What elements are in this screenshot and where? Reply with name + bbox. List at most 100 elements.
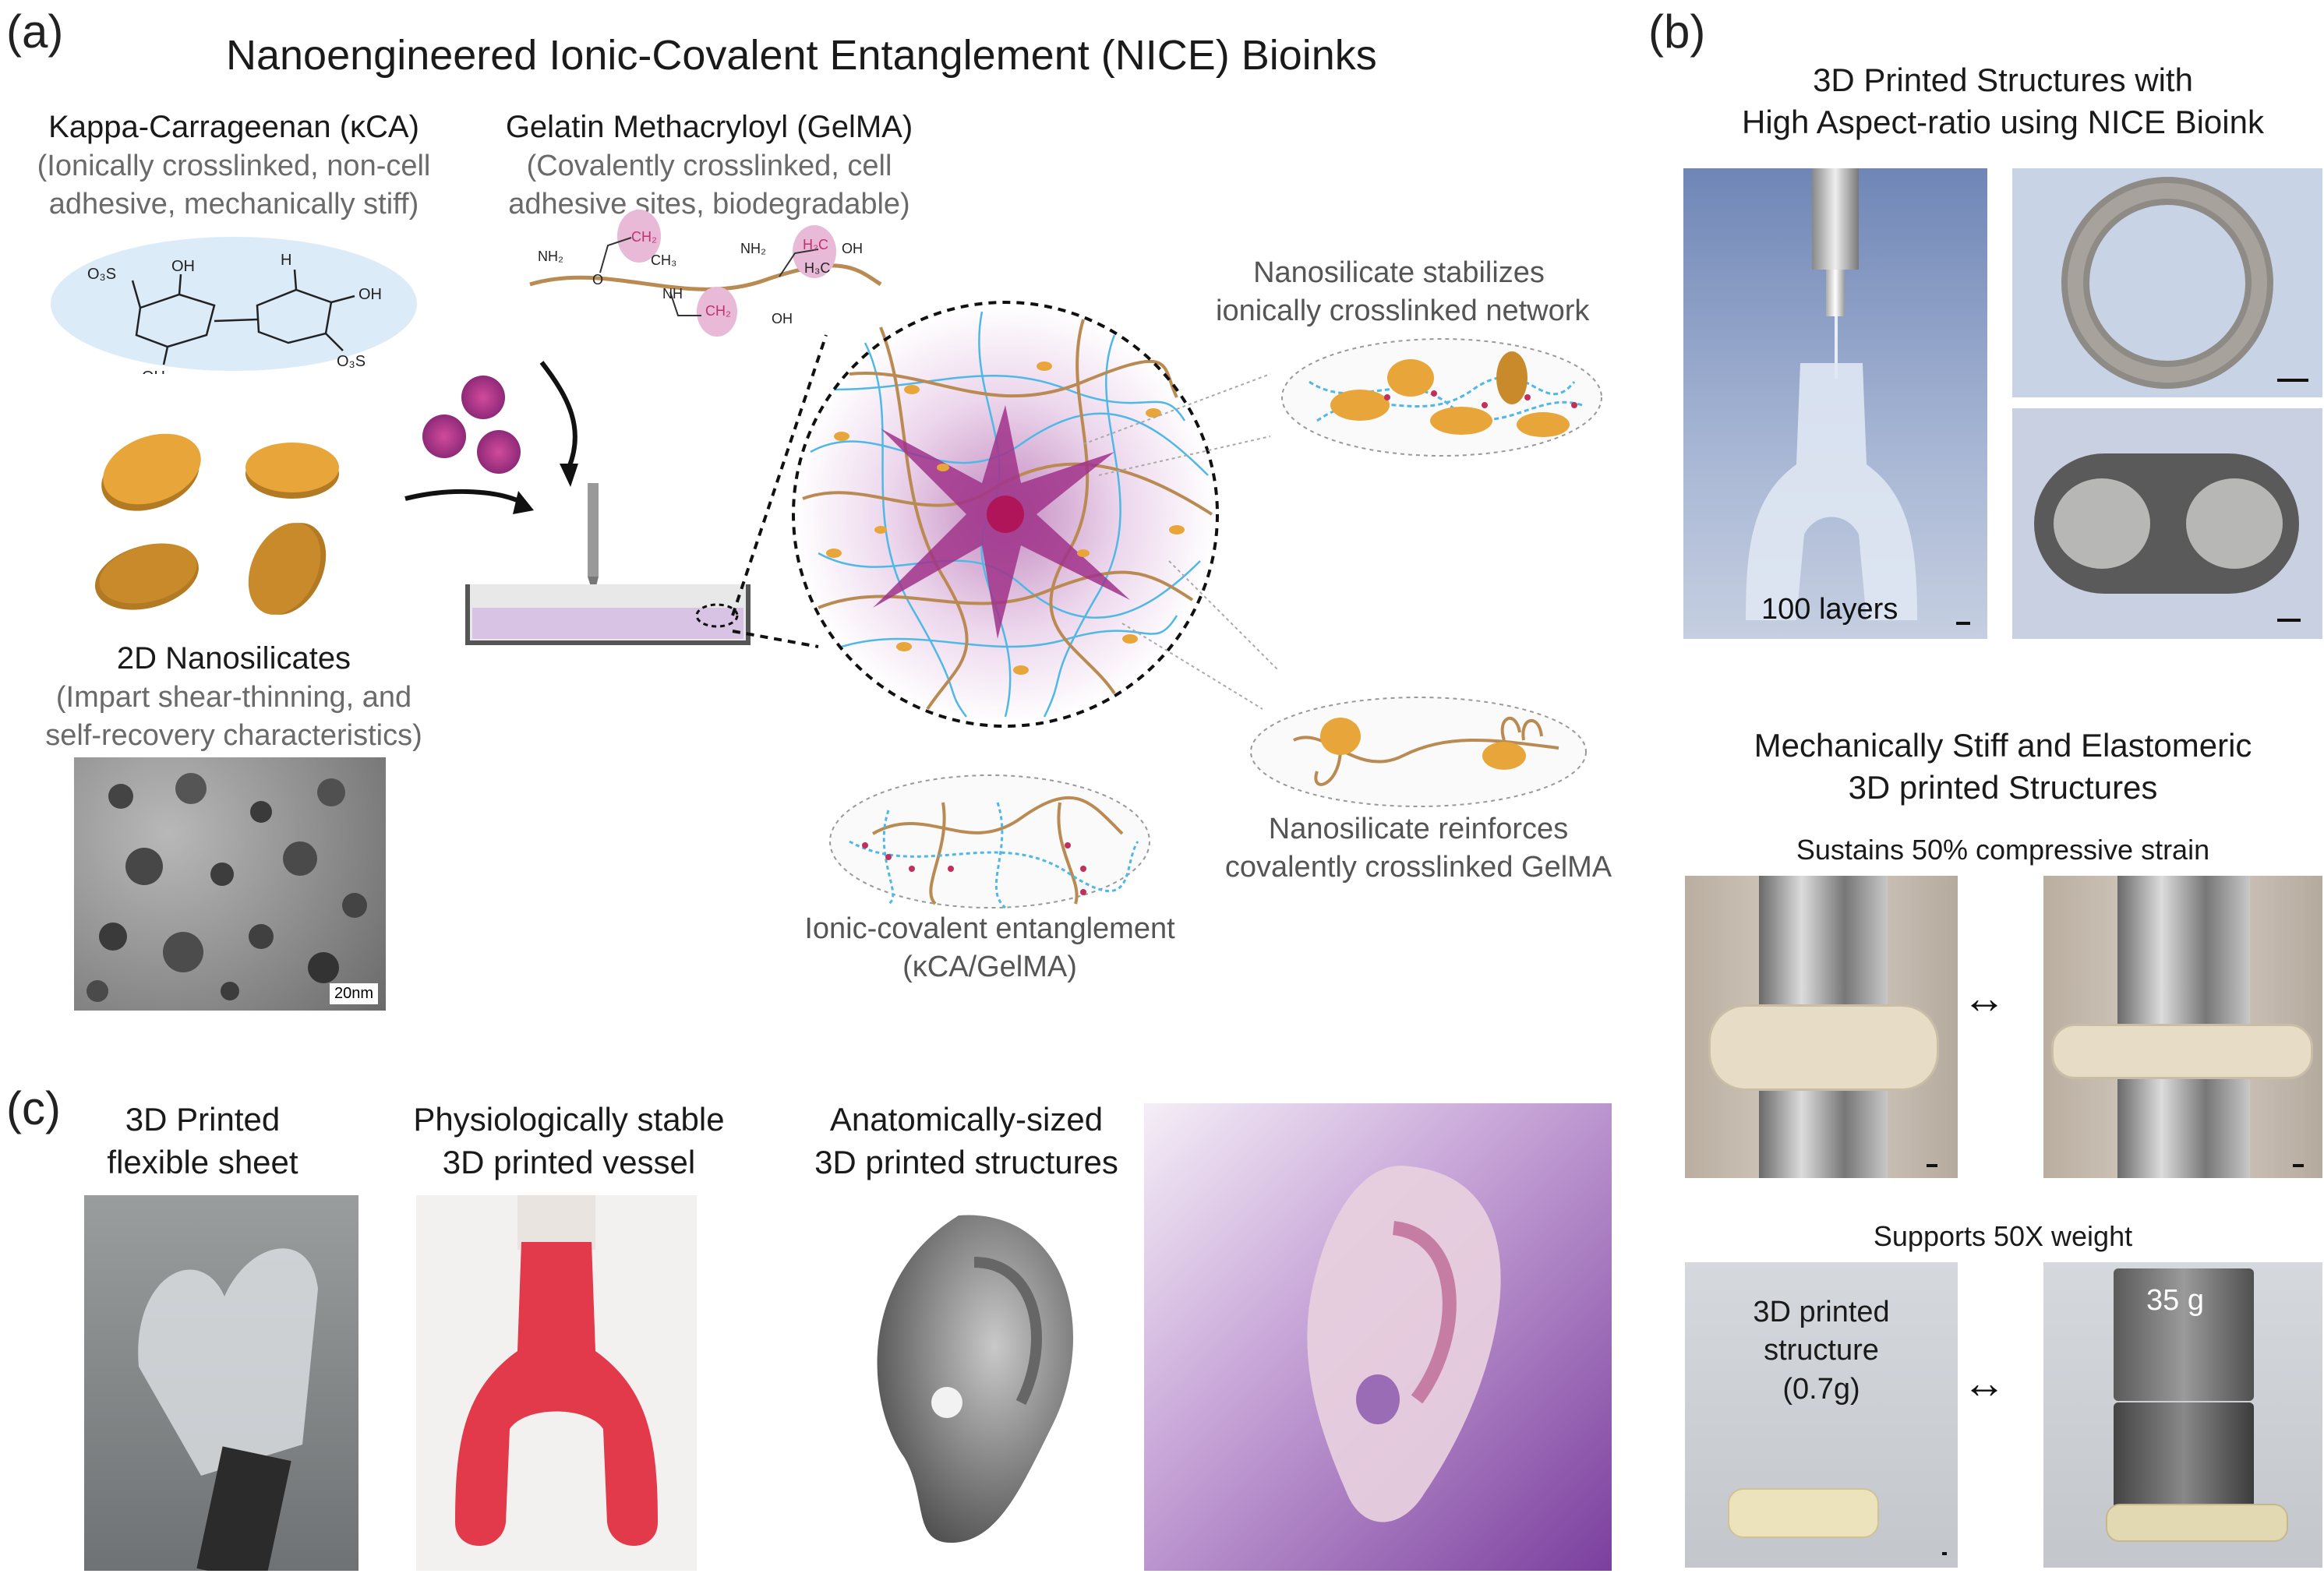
weight-top: [2114, 1268, 2254, 1401]
gelma-backbone: [529, 263, 882, 291]
anatomy-line2: 3D printed structures: [814, 1143, 1118, 1180]
nanosilicate-disc-1: [101, 433, 201, 511]
gelma-ch3-label: CH₃: [651, 252, 676, 268]
vessel-title: Physiologically stable 3D printed vessel: [374, 1099, 764, 1184]
stabilizes-callout-ellipse: [1281, 338, 1602, 457]
kca-so3-label-2: O₃S: [337, 353, 366, 370]
scale-bar: [1956, 622, 1970, 625]
nanosilicate-text-block: 2D Nanosilicates (Impart shear-thinning,…: [31, 639, 436, 754]
gelma-o-label: O: [592, 272, 603, 288]
weight-on-structure-photo: 35 g: [2043, 1262, 2322, 1568]
nanosilicate-disc-4: [248, 523, 327, 615]
print-nozzle: [588, 483, 599, 577]
layers-label: 100 layers: [1761, 593, 1898, 626]
kca-network-strands: [810, 311, 1209, 718]
nozzle-head: [1812, 168, 1859, 270]
weight-bottom: [2114, 1402, 2254, 1519]
structure-line3: (0.7g): [1782, 1372, 1860, 1406]
panel-b-label: (b): [1648, 5, 1706, 58]
mech-line2: 3D printed Structures: [1848, 768, 2158, 806]
kca-bubble: [51, 237, 417, 371]
entanglement-callout-text: Ionic-covalent entanglement (κCA/GelMA): [779, 910, 1200, 987]
zoom-region: [695, 603, 739, 628]
nanosilicate-name: 2D Nanosilicates: [116, 641, 351, 676]
vessel-line1: Physiologically stable: [413, 1101, 725, 1138]
ear-model: [877, 1215, 1073, 1543]
gelma-desc-line1: (Covalently crosslinked, cell: [526, 150, 892, 183]
arrow-gelma-to-dish: [539, 361, 577, 469]
nanosilicate-disc-2: [245, 443, 339, 499]
mech-line1: Mechanically Stiff and Elastomeric: [1754, 727, 2252, 764]
scale-bar: [1927, 1164, 1937, 1167]
flexible-sheet: [138, 1248, 318, 1571]
gelma-h2c-label: H₂C: [803, 237, 828, 252]
printed-vessel: [1746, 363, 1917, 620]
kca-name: Kappa-Carrageenan (κCA): [48, 110, 419, 144]
weight-arrow: ↔: [1962, 1358, 2006, 1407]
reinforces-line1: Nanosilicate reinforces: [1268, 813, 1569, 845]
ring-structure: [2061, 177, 2273, 389]
reinforces-callout-text: Nanosilicate reinforces covalently cross…: [1224, 810, 1613, 887]
double-ring-photo: [2012, 408, 2322, 639]
scale-bar: [2277, 379, 2308, 382]
scale-bar: [1942, 1552, 1947, 1555]
red-vessel-photo: [416, 1195, 697, 1571]
stabilizes-line2: ionically crosslinked network: [1216, 295, 1590, 328]
sample-uncompressed: [1708, 1004, 1939, 1091]
nozzle-tip: [1826, 270, 1845, 316]
entanglement-callout-ellipse: [829, 774, 1150, 909]
printing-schematic: [404, 361, 751, 645]
kca-oh-label-2: OH: [142, 369, 165, 374]
sheet-line2: flexible sheet: [107, 1143, 298, 1180]
zoom-lines: [731, 334, 828, 648]
compression-arrow: ↔: [1962, 973, 2006, 1022]
kca-text-block: Kappa-Carrageenan (κCA) (Ionically cross…: [16, 108, 452, 223]
red-vessel: [455, 1195, 658, 1546]
methacryl-highlight-3: [793, 225, 836, 278]
methacryl-highlight-1: [617, 210, 661, 263]
tem-image: 20nm: [74, 757, 386, 1011]
gelma-nh2-label-1: NH₂: [538, 249, 563, 264]
ring-top-view-photo: [2012, 168, 2322, 397]
cell-3: [477, 430, 521, 474]
double-ring-structure: [2034, 453, 2299, 594]
gelma-oh-label: OH: [842, 241, 863, 256]
weight-value: 35 g: [2146, 1284, 2204, 1317]
anatomy-title: Anatomically-sized 3D printed structures: [787, 1099, 1146, 1184]
gelma-ch2-label-2: CH₂: [705, 303, 731, 319]
kca-so3-label: O₃S: [87, 266, 116, 283]
nice-network-circle: [792, 301, 1219, 728]
reinforces-callout-ellipse: [1250, 697, 1587, 807]
structure-line2: structure: [1764, 1334, 1879, 1367]
tem-scale-label: 20nm: [329, 983, 378, 1004]
panel-a-label: (a): [6, 5, 64, 58]
kca-desc-line2: adhesive, mechanically stiff): [48, 187, 419, 220]
cell-2: [422, 415, 466, 458]
kca-desc-line1: (Ionically crosslinked, non-cell: [37, 150, 431, 183]
gelma-desc-line2: adhesive sites, biodegradable): [508, 187, 910, 220]
kca-oh-label-1: OH: [171, 258, 195, 275]
stabilizes-callout-text: Nanosilicate stabilizes ionically crossl…: [1216, 254, 1590, 331]
sample-compressed: [2051, 1024, 2313, 1079]
nanosilicate-disc-3: [94, 543, 199, 610]
gelma-text-block: Gelatin Methacryloyl (GelMA) (Covalently…: [475, 108, 943, 223]
structure-text: 3D printed structure (0.7g): [1732, 1293, 1911, 1409]
nanosilicate-desc-line2: self-recovery characteristics): [45, 718, 422, 752]
entanglement-line2: (κCA/GelMA): [902, 951, 1077, 984]
nanosilicate-discs: [94, 433, 339, 615]
arrow-components-to-dish: [404, 489, 524, 505]
callout-lines: [1083, 373, 1279, 710]
structure-line1: 3D printed: [1753, 1296, 1890, 1328]
entanglement-line1: Ionic-covalent entanglement: [804, 912, 1175, 945]
anatomy-line1: Anatomically-sized: [829, 1101, 1104, 1138]
sheet-title: 3D Printed flexible sheet: [70, 1099, 335, 1184]
cell-1: [461, 376, 505, 419]
printed-vessel-photo: 100 layers: [1683, 168, 1987, 639]
panel-b-title: 3D Printed Structures with High Aspect-r…: [1683, 59, 2322, 143]
kca-structure-diagram: O₃S OH OH OH O₃S H: [51, 237, 417, 374]
tem-particles: [87, 773, 367, 1002]
structure-weight-photo: 3D printed structure (0.7g): [1685, 1262, 1958, 1568]
mechanical-title: Mechanically Stiff and Elastomeric 3D pr…: [1683, 725, 2322, 809]
methacryl-highlight-2: [697, 287, 737, 337]
panel-b-title-line2: High Aspect-ratio using NICE Bioink: [1742, 103, 2264, 140]
